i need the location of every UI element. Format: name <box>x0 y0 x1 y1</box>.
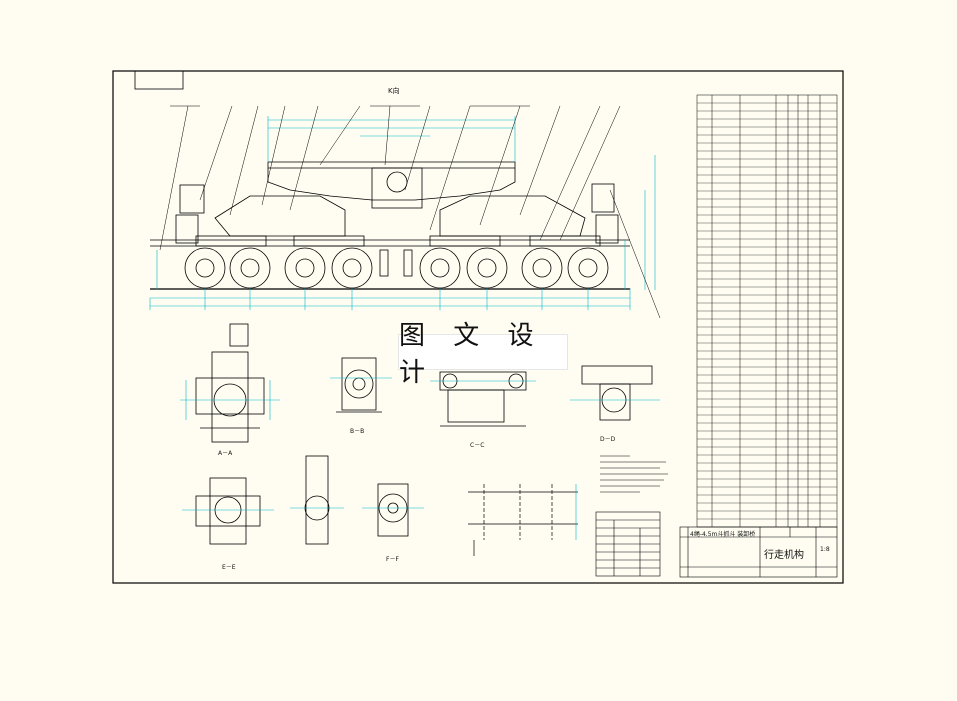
section-b-b-label: B－B <box>350 428 365 435</box>
wheels <box>184 247 609 289</box>
title-block-scale: 1:8 <box>820 546 830 553</box>
wheel-layout-plan <box>468 484 578 556</box>
section-d-d-label: D－D <box>600 436 616 443</box>
section-f-f <box>362 483 424 537</box>
section-b-b <box>330 357 392 413</box>
watermark: 图 文 设 计 <box>398 321 568 388</box>
section-c-c <box>430 371 536 427</box>
corner-tag <box>134 70 184 90</box>
title-block <box>679 526 838 578</box>
section-c-c-label: C－C <box>470 442 485 449</box>
title-block-spec: 4绳-4.5m斗抓斗 装卸桥 <box>690 531 756 538</box>
section-e-e-label: E－E <box>222 564 236 571</box>
parts-list-rows <box>697 102 837 520</box>
main-elevation-view <box>150 161 630 290</box>
dimension-lines <box>149 116 656 310</box>
title-block-name: 行走机构 <box>764 550 804 561</box>
detail-view <box>290 455 344 545</box>
section-e-e <box>182 477 274 545</box>
section-d-d <box>570 365 660 421</box>
section-a-a-label: A－A <box>218 450 233 457</box>
leader-lines <box>159 105 661 319</box>
section-a-a <box>180 323 280 443</box>
watermark-text: 图 文 设 计 <box>399 321 544 388</box>
outer-border <box>112 70 844 584</box>
technical-notes <box>600 455 668 493</box>
section-f-f-label: F－F <box>386 556 399 563</box>
spec-table <box>595 511 661 577</box>
view-k-label: K向 <box>388 87 400 95</box>
